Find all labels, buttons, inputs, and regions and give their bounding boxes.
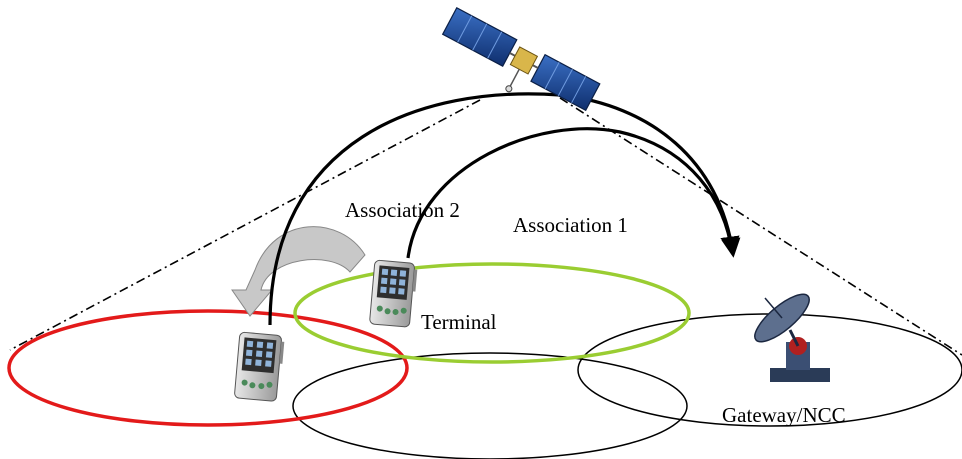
association-1-arc	[406, 127, 740, 259]
coverage-right-boundary	[559, 97, 962, 356]
terminal-label: Terminal	[421, 310, 497, 334]
beam-green	[293, 262, 691, 364]
association-2-arc	[268, 92, 741, 326]
beam-red	[7, 309, 409, 427]
association-2-label: Association 2	[345, 198, 460, 222]
satellite-icon	[441, 6, 601, 112]
handover-arrow	[231, 226, 366, 317]
association-1-label: Association 1	[513, 213, 628, 237]
satellite-dish-icon	[754, 293, 830, 382]
handheld-terminal-icon	[234, 331, 285, 402]
gateway-label: Gateway/NCC	[722, 403, 846, 427]
coverage-left-boundary	[9, 99, 481, 351]
beam-black-center	[292, 352, 688, 459]
handheld-terminal-icon	[369, 259, 418, 328]
